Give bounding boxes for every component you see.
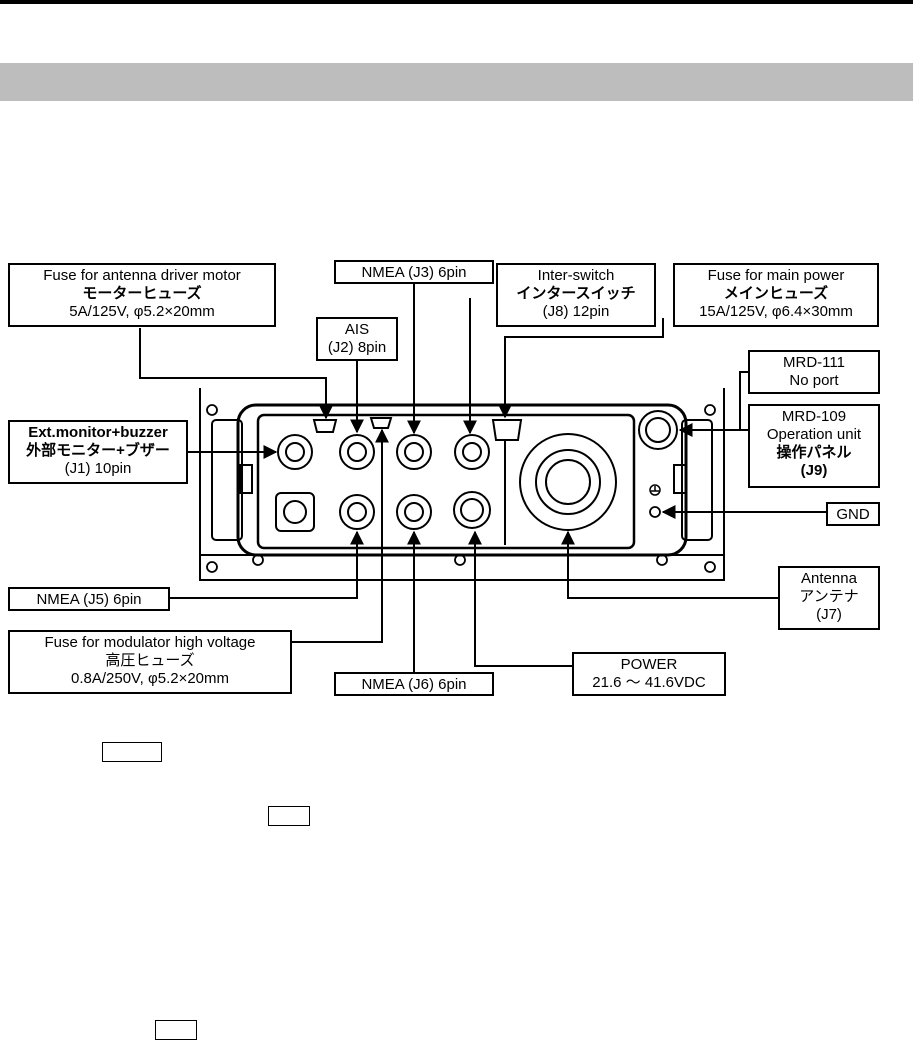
label-fuse-main: Fuse for main power メインヒューズ 15A/125V, φ6…	[673, 263, 879, 327]
label-fuse-modulator: Fuse for modulator high voltage 高圧ヒューズ 0…	[8, 630, 292, 694]
label-antenna: Antenna アンテナ (J7)	[778, 566, 880, 630]
label-nmea-j5: NMEA (J5) 6pin	[8, 587, 170, 611]
empty-key-box	[155, 1020, 197, 1040]
label-mrd109: MRD-109 Operation unit 操作パネル (J9)	[748, 404, 880, 488]
label-nmea-j6: NMEA (J6) 6pin	[334, 672, 494, 696]
empty-key-box	[268, 806, 310, 826]
connectors	[275, 410, 678, 532]
label-power: POWER 21.6 ～ 41.6VDC	[572, 652, 726, 696]
label-inter-switch: Inter-switch インタースイッチ (J8) 12pin	[496, 263, 656, 327]
label-mrd111: MRD-111 No port	[748, 350, 880, 394]
section-header-bar	[0, 63, 913, 101]
label-nmea-j3: NMEA (J3) 6pin	[334, 260, 494, 284]
screws	[206, 404, 716, 573]
empty-key-box	[102, 742, 162, 762]
mrd-bracket	[739, 371, 748, 431]
top-rule	[0, 0, 913, 4]
label-fuse-motor: Fuse for antenna driver motor モーターヒューズ 5…	[8, 263, 276, 327]
chassis	[199, 388, 725, 581]
fuse-caps	[312, 417, 523, 441]
label-gnd: GND	[826, 502, 880, 526]
gnd-symbol	[649, 484, 661, 496]
label-ext-monitor: Ext.monitor+buzzer 外部モニター+ブザー (J1) 10pin	[8, 420, 188, 484]
label-ais: AIS (J2) 8pin	[316, 317, 398, 361]
